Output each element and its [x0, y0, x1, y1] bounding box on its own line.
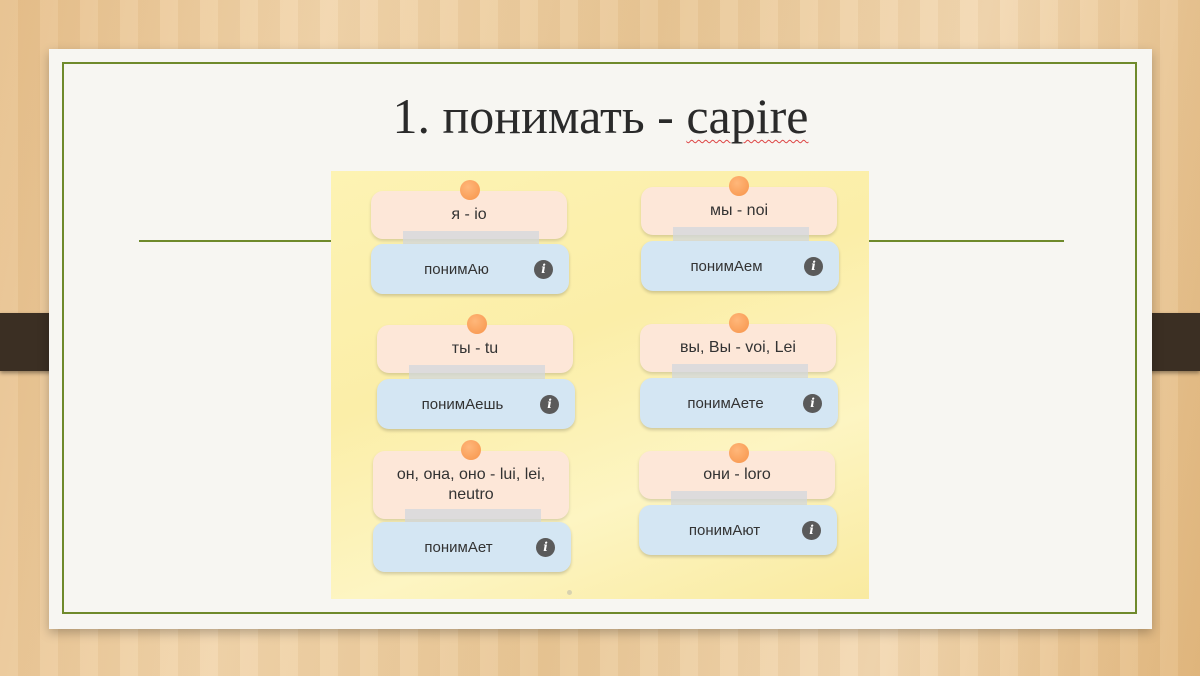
flashcard-answer[interactable]: понимАют i	[639, 505, 837, 555]
info-icon[interactable]: i	[802, 520, 821, 540]
tape	[673, 227, 809, 241]
flashcard-prompt: он, она, оно - lui, lei, neutro	[373, 451, 569, 519]
info-icon[interactable]: i	[536, 537, 555, 557]
pin-icon	[461, 440, 481, 460]
slide-frame	[62, 62, 1137, 614]
info-icon[interactable]: i	[804, 256, 823, 276]
flashcard-answer[interactable]: понимАю i	[371, 244, 569, 294]
flashcard-board: я - io понимАю i мы - noi понимАем i ты …	[331, 171, 869, 599]
flashcard-answer[interactable]: понимАете i	[640, 378, 838, 428]
slide: 1. понимать - capire я - io понимАю i мы…	[49, 49, 1152, 629]
board-dot	[567, 590, 572, 595]
flashcard-answer[interactable]: понимАет i	[373, 522, 571, 572]
tape	[409, 365, 545, 379]
info-icon[interactable]: i	[803, 393, 822, 413]
tape	[405, 509, 541, 523]
tape	[403, 231, 539, 245]
pin-icon	[460, 180, 480, 200]
flashcard-answer[interactable]: понимАем i	[641, 241, 839, 291]
info-icon[interactable]: i	[540, 394, 559, 414]
title-word: capire	[686, 88, 809, 144]
info-icon[interactable]: i	[534, 259, 553, 279]
divider-right	[864, 240, 1064, 242]
pin-icon	[467, 314, 487, 334]
pin-icon	[729, 176, 749, 196]
tape	[672, 364, 808, 378]
tape	[671, 491, 807, 505]
slide-title: 1. понимать - capire	[49, 87, 1152, 145]
title-prefix: 1. понимать -	[392, 88, 687, 144]
flashcard-answer[interactable]: понимАешь i	[377, 379, 575, 429]
divider-left	[139, 240, 334, 242]
pin-icon	[729, 313, 749, 333]
pin-icon	[729, 443, 749, 463]
